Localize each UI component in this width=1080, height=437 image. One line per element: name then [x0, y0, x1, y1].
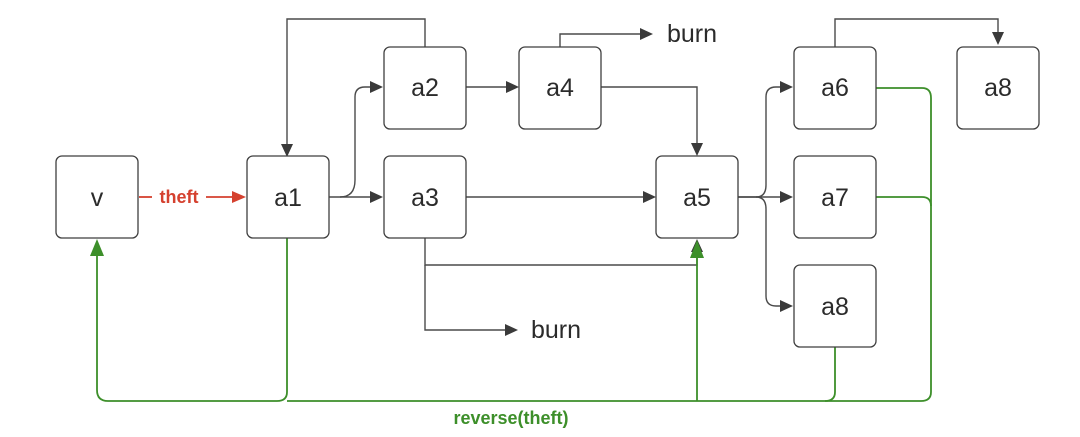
arrowhead-a5-left: [643, 191, 656, 203]
arrowhead-burn-bottom: [505, 324, 518, 336]
edges-dark: [281, 18, 1004, 336]
edge-theft: theft: [139, 187, 246, 207]
node-a8-bottom: a8: [793, 264, 877, 348]
node-a6: a6: [793, 46, 877, 130]
burn-label-bottom: burn: [531, 316, 581, 344]
node-a2: a2: [383, 46, 467, 130]
edges-reverse: reverse(theft): [90, 87, 932, 428]
node-a7: a7: [793, 155, 877, 239]
arrowhead-theft: [232, 191, 246, 203]
node-a3: a3: [383, 155, 467, 239]
node-a7-label: a7: [821, 184, 849, 212]
node-a5-label: a5: [683, 184, 711, 212]
edge-a6-reverse: [287, 87, 932, 402]
arrowhead-a5-green: [690, 240, 704, 258]
burn-label-top: burn: [667, 20, 717, 48]
arrowhead-a7-left: [780, 191, 793, 203]
arrowhead-v-bottom: [90, 239, 104, 256]
theft-label: theft: [160, 187, 199, 207]
node-a8-top: a8: [956, 46, 1040, 130]
edge-a3-to-a5-bottom: [424, 238, 698, 266]
node-a8-bottom-label: a8: [821, 293, 849, 321]
edge-a1-reverse: [96, 238, 288, 402]
arrowhead-a1-top: [281, 144, 293, 157]
arrowhead-a2-left: [370, 81, 383, 93]
edge-a4-to-burn: [559, 33, 642, 47]
node-v: v: [55, 155, 139, 239]
edge-a3-to-burn: [424, 265, 507, 331]
node-a8-top-label: a8: [984, 74, 1012, 102]
arrowhead-a8-left: [780, 300, 793, 312]
arrowhead-a8-top: [992, 32, 1004, 45]
arrowhead-a5-top: [691, 143, 703, 156]
node-a1-label: a1: [274, 184, 302, 212]
arrowhead-a4-left: [506, 81, 519, 93]
node-a3-label: a3: [411, 184, 439, 212]
node-a5: a5: [655, 155, 739, 239]
edge-a4-to-a5: [601, 86, 698, 145]
reverse-theft-label: reverse(theft): [453, 408, 568, 428]
edge-a7-reverse: [876, 196, 932, 207]
node-a2-label: a2: [411, 74, 439, 102]
edge-a6-to-a8-top: [834, 18, 999, 47]
edge-a8-reverse: [824, 346, 836, 402]
edge-a1-to-a2: [339, 86, 372, 198]
edge-a5-to-a8: [755, 196, 782, 307]
edge-a2-to-a1: [286, 18, 426, 146]
node-a4-label: a4: [546, 74, 574, 102]
edge-a5-to-a6: [738, 86, 782, 198]
arrowhead-burn-top: [640, 28, 653, 40]
node-a4: a4: [518, 46, 602, 130]
arrowhead-a6-left: [780, 81, 793, 93]
arrowhead-a3-left: [370, 191, 383, 203]
node-a1: a1: [246, 155, 330, 239]
node-v-label: v: [91, 184, 104, 212]
node-a6-label: a6: [821, 74, 849, 102]
